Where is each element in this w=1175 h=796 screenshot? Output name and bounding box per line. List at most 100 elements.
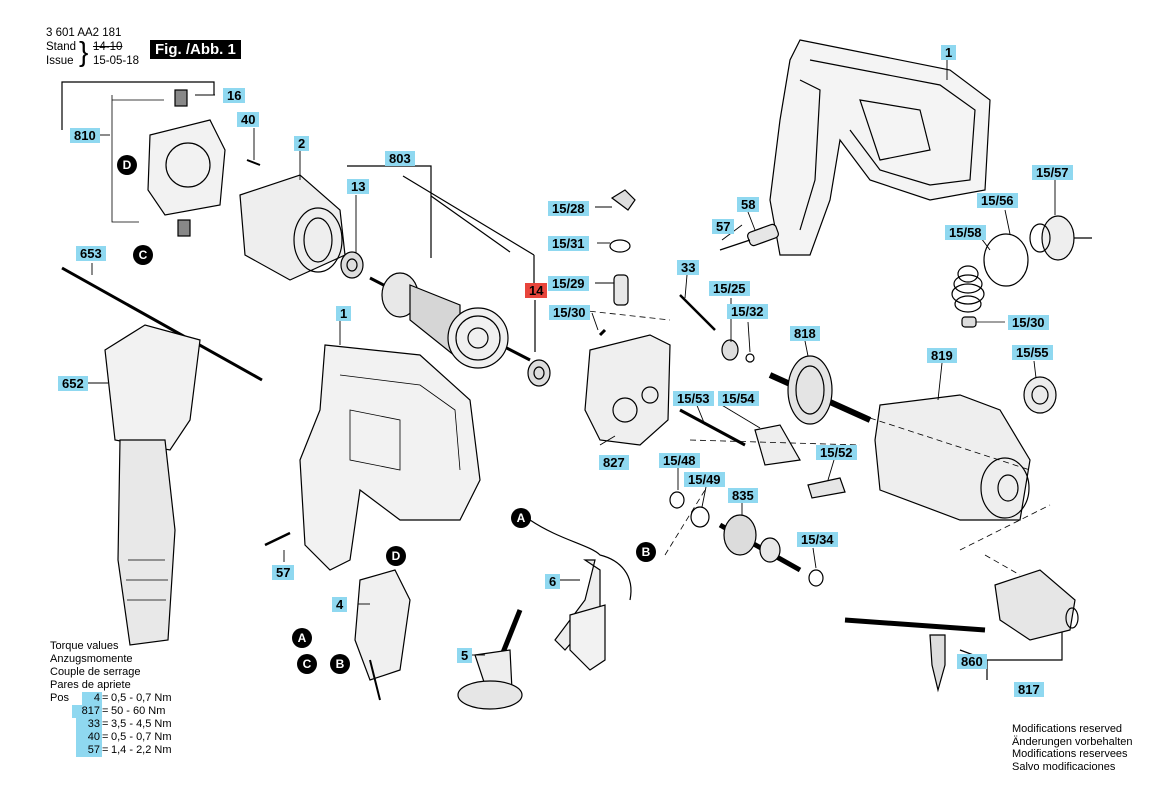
stand-value: 14-10 bbox=[93, 41, 123, 53]
modifications-note: Modifications reserved Änderungen vorbeh… bbox=[1012, 723, 1132, 773]
part-5-cable-guard bbox=[457, 609, 523, 710]
issue-value: 15-05-18 bbox=[93, 55, 140, 67]
issue-label: Issue bbox=[46, 55, 74, 67]
label-part-15-52: 15/52 bbox=[816, 445, 857, 460]
torque-pos: 57 bbox=[76, 744, 102, 757]
part-15-48 bbox=[669, 491, 685, 509]
torque-pos: 4 bbox=[82, 692, 102, 705]
part-4-switch bbox=[354, 569, 411, 701]
label-part-57-top: 57 bbox=[712, 219, 735, 234]
torque-eq: = bbox=[102, 705, 109, 717]
label-part-15-29: 15/29 bbox=[548, 276, 589, 291]
label-part-15-25: 15/25 bbox=[709, 281, 750, 296]
part-818-spindle bbox=[768, 355, 872, 425]
label-part-6: 6 bbox=[545, 574, 561, 589]
label-part-860: 860 bbox=[957, 654, 987, 669]
torque-value: 1,4 - 2,2 Nm bbox=[111, 744, 172, 756]
label-part-15-55: 15/55 bbox=[1012, 345, 1053, 360]
label-part-33: 33 bbox=[677, 260, 700, 275]
part-15-56 bbox=[983, 233, 1029, 287]
part-860-chuck-key bbox=[844, 617, 986, 693]
label-part-15-31: 15/31 bbox=[548, 236, 589, 251]
callout-a-mid: A bbox=[511, 508, 531, 528]
label-part-810: 810 bbox=[70, 128, 100, 143]
label-part-652: 652 bbox=[58, 376, 88, 391]
torque-row: 817 = 50 - 60 Nm bbox=[50, 705, 165, 718]
torque-row: Pos 4 = 0,5 - 0,7 Nm bbox=[50, 692, 172, 705]
part-15-55 bbox=[1023, 376, 1057, 414]
label-part-58: 58 bbox=[737, 197, 760, 212]
label-part-1-top: 1 bbox=[941, 45, 957, 60]
label-part-15-30-b: 15/30 bbox=[1008, 315, 1049, 330]
torque-line-fr: Couple de serrage bbox=[50, 666, 141, 678]
label-part-803: 803 bbox=[385, 151, 415, 166]
torque-pos-label: Pos bbox=[50, 692, 69, 704]
modifications-es: Salvo modificaciones bbox=[1012, 760, 1116, 773]
part-15-30-a bbox=[598, 328, 607, 337]
part-652-side-handle bbox=[104, 324, 201, 646]
part-653-depth-rod bbox=[61, 266, 263, 382]
part-6-cable bbox=[529, 519, 632, 671]
label-part-15-34: 15/34 bbox=[797, 532, 838, 547]
torque-pos: 40 bbox=[76, 731, 102, 744]
part-15-53 bbox=[679, 408, 746, 447]
torque-value: 0,5 - 0,7 Nm bbox=[111, 731, 172, 743]
label-part-2: 2 bbox=[294, 136, 310, 151]
torque-row: 57 = 1,4 - 2,2 Nm bbox=[50, 744, 172, 757]
figure-title: Fig. /Abb. 1 bbox=[150, 40, 241, 59]
label-part-5: 5 bbox=[457, 648, 473, 663]
part-57-screw bbox=[264, 531, 291, 547]
torque-value: 0,5 - 0,7 Nm bbox=[111, 692, 172, 704]
part-2-stator bbox=[239, 174, 346, 281]
part-817-chuck bbox=[994, 569, 1079, 641]
modifications-de: Änderungen vorbehalten bbox=[1012, 735, 1133, 748]
label-part-817: 817 bbox=[1014, 682, 1044, 697]
torque-value: 3,5 - 4,5 Nm bbox=[111, 718, 172, 730]
label-part-57-bottom: 57 bbox=[272, 565, 295, 580]
housing-half-top bbox=[769, 39, 991, 256]
part-33-screw bbox=[679, 294, 716, 331]
part-15-30-b bbox=[961, 316, 977, 328]
part-15-52 bbox=[807, 477, 846, 499]
part-14-bearing bbox=[527, 359, 551, 387]
bracket-810-16 bbox=[61, 81, 215, 130]
label-part-827: 827 bbox=[599, 455, 629, 470]
torque-line-de: Anzugsmomente bbox=[50, 653, 133, 665]
callout-c-top: C bbox=[133, 245, 153, 265]
part-15-57 bbox=[1029, 215, 1092, 261]
callout-d-top: D bbox=[117, 155, 137, 175]
part-15-28 bbox=[610, 189, 636, 211]
callout-b-low: B bbox=[330, 654, 350, 674]
bracket-803 bbox=[347, 165, 432, 258]
part-15-32 bbox=[745, 353, 755, 363]
label-part-40: 40 bbox=[237, 112, 260, 127]
part-15-58 bbox=[951, 265, 985, 313]
label-part-15-54: 15/54 bbox=[718, 391, 759, 406]
part-15-25 bbox=[721, 339, 739, 361]
label-part-1-mid: 1 bbox=[336, 306, 352, 321]
torque-pos: 817 bbox=[72, 705, 102, 718]
label-part-15-56: 15/56 bbox=[977, 193, 1018, 208]
modifications-en: Modifications reserved bbox=[1012, 723, 1123, 735]
callout-c-low: C bbox=[297, 654, 317, 674]
torque-value: 50 - 60 Nm bbox=[111, 705, 166, 717]
callout-b-mid: B bbox=[636, 542, 656, 562]
part-803-armature bbox=[369, 272, 531, 369]
label-part-15-32: 15/32 bbox=[727, 304, 768, 319]
torque-values-table: Torque values Anzugsmomente Couple de se… bbox=[50, 640, 172, 757]
label-part-13: 13 bbox=[347, 179, 370, 194]
part-827-gear-housing bbox=[584, 334, 671, 446]
part-810-brush-plate bbox=[147, 89, 226, 237]
part-number: 3 601 AA2 181 bbox=[46, 27, 122, 39]
torque-line-es: Pares de apriete bbox=[50, 679, 131, 691]
housing-half-main bbox=[299, 344, 481, 571]
part-15-31 bbox=[609, 239, 631, 253]
label-part-15-30-a: 15/30 bbox=[549, 305, 590, 320]
part-40 bbox=[246, 159, 261, 166]
part-15-29 bbox=[613, 274, 629, 306]
part-15-34 bbox=[808, 569, 824, 587]
part-13-bearing bbox=[340, 251, 364, 279]
part-58 bbox=[747, 223, 779, 247]
stand-label: Stand bbox=[46, 41, 77, 53]
label-part-15-28: 15/28 bbox=[548, 201, 589, 216]
